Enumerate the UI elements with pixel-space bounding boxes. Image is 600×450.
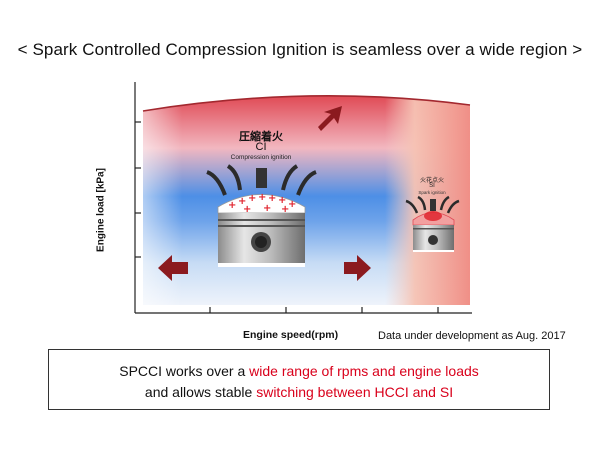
si-piston-icon [405,195,460,252]
ci-short-label: CI [255,141,267,153]
ci-piston-icon: +++ +++ ++++ [206,164,317,267]
si-short-label: SI [429,183,435,189]
svg-text:+: + [248,193,256,204]
svg-text:+: + [258,192,266,203]
data-note: Data under development as Aug. 2017 [378,330,566,342]
svg-text:+: + [278,195,286,206]
summary-line-2-text: and allows stable [144,384,257,400]
summary-line-1-highlight: wide range of rpms and engine loads [249,363,479,379]
ci-kanji-label: 圧縮着火 [239,130,283,143]
summary-line-1-text: SPCCI works over a [119,363,250,379]
arrow-right-icon [344,255,371,281]
si-kanji-label: 火花点火 [419,177,444,184]
y-axis-label: Engine load [kPa] [95,168,107,252]
svg-text:+: + [238,196,246,207]
summary-box: SPCCI works over a wide range of rpms an… [48,349,550,410]
svg-text:+: + [228,200,236,211]
si-region [385,97,470,305]
ci-long-label: Compression ignition [230,154,292,161]
summary-line-2: and allows stable switching between HCCI… [49,384,549,400]
svg-text:+: + [288,199,296,210]
svg-text:+: + [268,193,276,204]
summary-line-1: SPCCI works over a wide range of rpms an… [49,363,549,379]
svg-text:+: + [281,204,289,215]
arrow-left-icon [158,255,188,281]
x-axis-label: Engine speed(rpm) [243,329,339,341]
arrow-up-right-icon [318,106,342,131]
axes [134,82,472,314]
si-long-label: Spark ignition [418,190,446,195]
region-boundary [142,95,471,112]
page-title: < Spark Controlled Compression Ignition … [17,40,583,59]
svg-text:+: + [243,204,251,215]
svg-text:+: + [263,203,271,214]
summary-line-2-highlight: switching between HCCI and SI [256,384,454,400]
